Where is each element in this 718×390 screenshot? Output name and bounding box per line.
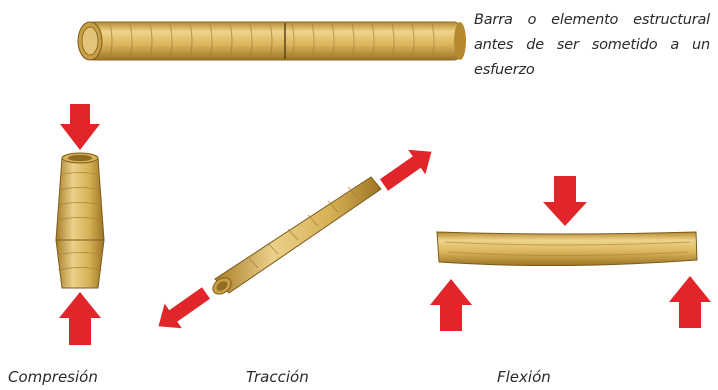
flexion-bar	[436, 231, 698, 267]
compression-bar	[55, 152, 105, 289]
flexion-arrow-down	[543, 176, 587, 226]
label-compression: Compresión	[8, 368, 98, 386]
label-flexion: Flexión	[497, 368, 551, 386]
traction-bar	[212, 176, 382, 295]
description-text: Barra o elemento estructural antes de se…	[474, 12, 710, 78]
compression-arrow-down	[60, 104, 100, 150]
compression-arrow-up	[59, 292, 101, 345]
flexion-arrow-up-right	[669, 276, 711, 328]
traction-arrow-upright	[379, 149, 432, 191]
traction-arrow-downleft	[158, 287, 211, 329]
flexion-arrow-up-left	[430, 279, 472, 331]
unstressed-bar	[77, 21, 466, 61]
label-traction: Tracción	[246, 368, 309, 386]
